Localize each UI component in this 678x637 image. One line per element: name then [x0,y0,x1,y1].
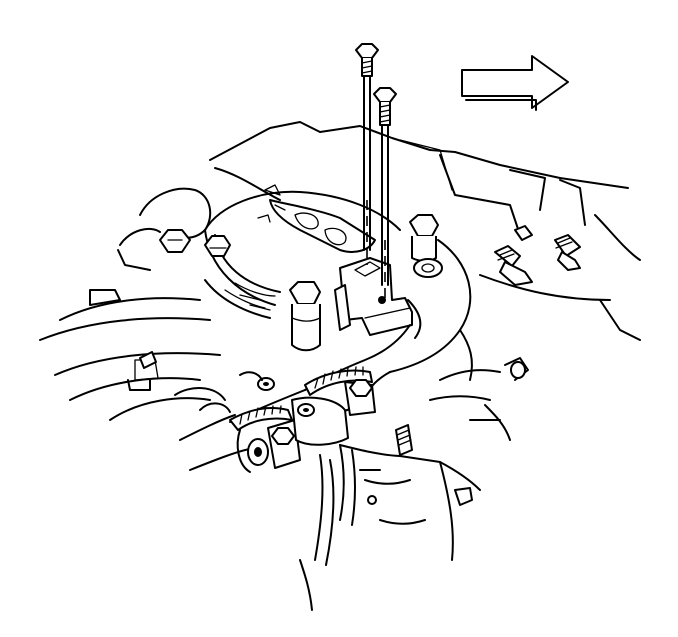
intake-manifold [39,187,231,421]
hex-bolt-left [159,229,191,253]
fitting-stud-lower [395,424,413,456]
hex-bolt-flange [204,235,231,257]
stud-bolt-front [289,281,321,352]
mounting-bolt-2 [373,87,397,286]
arrow-right-icon [461,55,569,111]
stud-right-2 [554,234,581,271]
hose-coupler [291,396,349,446]
hose-clamp-upper [304,366,376,416]
right-bracket [429,357,529,441]
washer [413,258,443,278]
hose-clamp-lower [229,405,301,469]
stud-bolt-rear [409,214,439,262]
mounting-bolt-1 [355,43,379,251]
lower-frame [299,444,481,611]
alignment-lines [366,200,386,300]
small-left-details [239,214,275,391]
engine-block-outline [209,121,641,341]
sensor-bracket [334,257,413,336]
duct-end [236,429,269,473]
gasket-plate [264,184,376,253]
stud-right-3 [514,225,533,241]
stud-right-1 [494,245,533,286]
